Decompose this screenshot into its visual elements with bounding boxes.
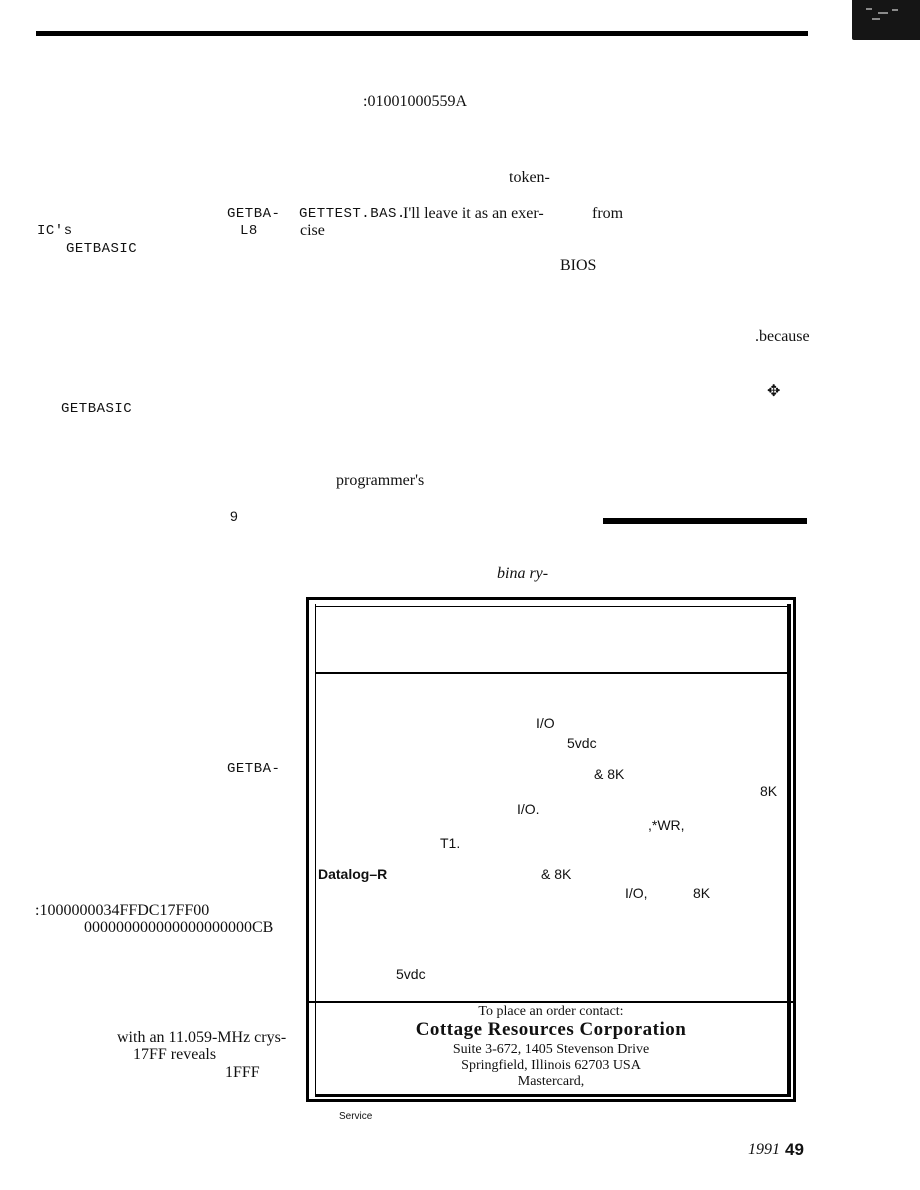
ad-bottom-rule bbox=[315, 1094, 791, 1097]
ad-io-2: I/O. bbox=[517, 801, 540, 817]
ad-inner-rule bbox=[315, 604, 316, 1096]
tab-speck bbox=[872, 18, 880, 20]
page-number: 49 bbox=[785, 1140, 804, 1159]
ad-io-3: I/O, bbox=[625, 885, 648, 901]
text-fragment-bios: BIOS bbox=[560, 257, 597, 274]
text-fragment-binary: bina ry- bbox=[497, 565, 549, 582]
tab-speck bbox=[866, 8, 872, 10]
text-fragment-token: token- bbox=[509, 169, 550, 186]
ad-footer-divider bbox=[306, 1001, 796, 1003]
code-gettest: GETTEST.BAS. bbox=[299, 206, 406, 222]
text-fragment-reveals: 17FF reveals bbox=[133, 1046, 217, 1063]
ad-wr-signal: ,*WR, bbox=[648, 817, 685, 833]
ad-ram-2: 8K bbox=[760, 783, 778, 799]
text-fragment-crystal: with an 11.059-MHz crys- bbox=[117, 1029, 287, 1046]
ad-payment-mastercard: Mastercard, bbox=[517, 1074, 585, 1089]
ad-ram-3: & 8K bbox=[541, 866, 572, 882]
advertisement-box bbox=[306, 597, 796, 1102]
end-of-article-ornament: ✥ bbox=[767, 383, 781, 400]
top-rule bbox=[36, 31, 808, 36]
ad-inner-rule bbox=[315, 606, 791, 607]
reader-service-label: Service bbox=[339, 1111, 373, 1122]
ad-address-line-2: Springfield, Illinois 62703 USA bbox=[461, 1058, 641, 1073]
code-ics: IC's bbox=[37, 223, 73, 239]
code-getbasic-1: GETBASIC bbox=[66, 241, 138, 257]
text-fragment-leave: I'll leave it as an exer- bbox=[403, 205, 544, 222]
hex-record-top: :01001000559A bbox=[363, 93, 467, 110]
ad-order-contact: To place an order contact: bbox=[478, 1004, 624, 1019]
ad-product-datalog: Datalog–R bbox=[318, 866, 388, 882]
ad-ram-1: & 8K bbox=[594, 766, 625, 782]
ad-address-line-1: Suite 3-672, 1405 Stevenson Drive bbox=[452, 1042, 650, 1057]
text-fragment-programmers: programmer's bbox=[336, 472, 425, 489]
code-getba-1: GETBA- bbox=[227, 206, 281, 222]
ad-inner-rule bbox=[787, 604, 791, 1096]
ad-t1-signal: T1. bbox=[440, 835, 461, 851]
ad-header-divider bbox=[315, 672, 791, 674]
footer-year: 1991 bbox=[748, 1141, 780, 1158]
text-fragment-1fff: 1FFF bbox=[225, 1064, 260, 1081]
text-fragment-from: from bbox=[592, 205, 624, 222]
tab-speck bbox=[878, 12, 888, 14]
corner-tab bbox=[852, 0, 920, 40]
ad-company-name: Cottage Resources Corporation bbox=[415, 1019, 687, 1040]
code-getba-2: GETBA- bbox=[227, 761, 281, 777]
code-getbasic-2: GETBASIC bbox=[61, 401, 133, 417]
hex-record-1: :1000000034FFDC17FF00 bbox=[35, 902, 210, 919]
text-fragment-because: .because bbox=[755, 328, 810, 345]
tab-speck bbox=[892, 9, 898, 11]
text-fragment-cise: cise bbox=[300, 222, 325, 239]
ad-vdc-1: 5vdc bbox=[567, 735, 597, 751]
section-rule bbox=[603, 518, 807, 524]
text-fragment-nine: 9 bbox=[230, 508, 238, 524]
ad-io-1: I/O bbox=[536, 715, 555, 731]
ad-ram-4: 8K bbox=[693, 885, 711, 901]
code-l8: L8 bbox=[240, 223, 258, 239]
hex-record-2: 000000000000000000000CB bbox=[84, 919, 274, 936]
ad-vdc-2: 5vdc bbox=[396, 966, 426, 982]
